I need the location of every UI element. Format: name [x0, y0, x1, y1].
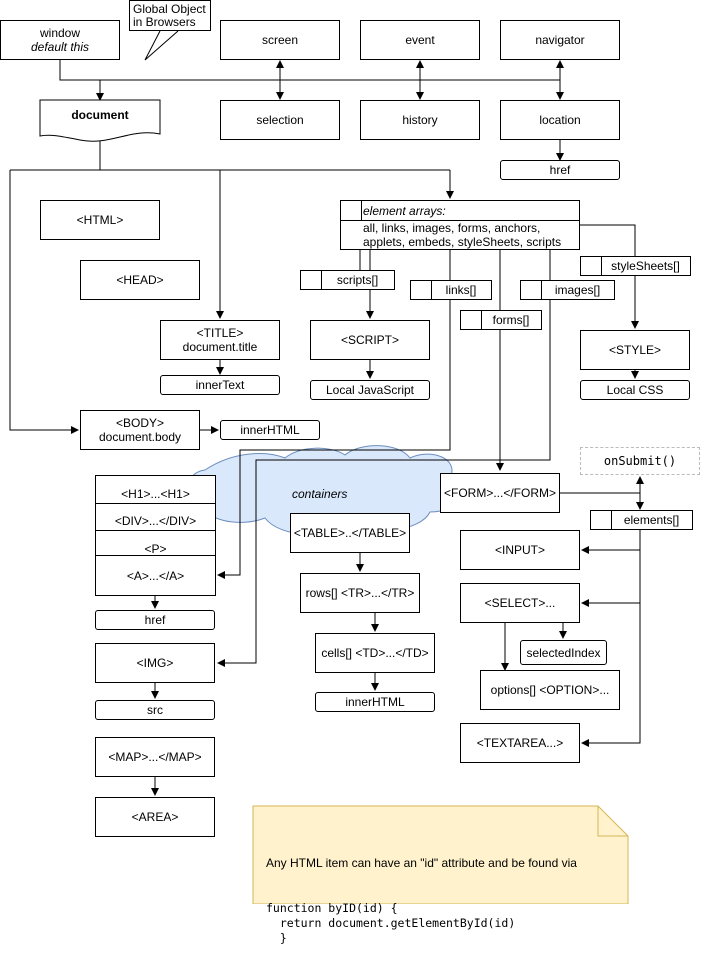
form-node: <FORM>...</FORM>	[440, 473, 560, 513]
selectedindex-node: selectedIndex	[520, 640, 607, 665]
a-item: <A>...</A>	[126, 569, 185, 583]
location-href-node: href	[500, 160, 620, 180]
note-shape	[252, 805, 629, 904]
img-node: <IMG>	[95, 643, 215, 683]
forms-array-label: forms[]	[492, 313, 530, 327]
options-node: options[] <OPTION>...	[480, 670, 620, 710]
body-tag: <BODY>	[115, 416, 165, 430]
cells-node: cells[] <TD>...</TD>	[315, 633, 435, 673]
area-node: <AREA>	[95, 797, 215, 837]
callout-line1: Global Object	[133, 1, 206, 16]
note-line1: Any HTML item can have an "id" attribute…	[266, 856, 577, 870]
local-css-node: Local CSS	[580, 380, 690, 400]
global-object-callout: Global Object in Browsers	[129, 0, 211, 31]
selection-node: selection	[220, 100, 340, 140]
onsubmit-node: onSubmit()	[580, 447, 700, 475]
scripts-array-label: scripts[]	[336, 273, 379, 287]
element-arrays-line2: applets, embeds, styleSheets, scripts	[363, 235, 562, 249]
select-node: <SELECT>...	[460, 583, 580, 623]
stylesheets-array: styleSheets[]	[580, 256, 691, 276]
table-node: <TABLE>..</TABLE>	[290, 513, 410, 553]
connector-layer	[9, 30, 644, 904]
links-array-label: links[]	[445, 283, 477, 297]
images-array: images[]	[520, 280, 615, 300]
block-list-node: <H1>...<H1> <DIV>...</DIV> <P> <A>...</A…	[95, 475, 216, 596]
location-node: location	[500, 100, 620, 140]
window-label: window	[39, 26, 81, 40]
local-javascript-node: Local JavaScript	[310, 380, 430, 400]
title-property: document.title	[182, 340, 258, 354]
html-node: <HTML>	[40, 200, 160, 240]
note-code: function byID(id) { return document.getE…	[266, 901, 516, 945]
stylesheets-array-label: styleSheets[]	[611, 259, 680, 273]
head-node: <HEAD>	[80, 260, 200, 300]
img-src-node: src	[95, 700, 215, 720]
input-node: <INPUT>	[460, 530, 580, 570]
forms-array: forms[]	[460, 310, 542, 330]
title-innertext-node: innerText	[160, 375, 280, 395]
callout-line2: in Browsers	[133, 14, 196, 29]
window-node: window default this	[0, 20, 120, 60]
containers-label: containers	[292, 487, 348, 501]
rows-node: rows[] <TR>...</TR>	[300, 573, 420, 613]
body-node: <BODY> document.body	[80, 410, 200, 450]
script-node: <SCRIPT>	[310, 320, 430, 360]
cells-innerhtml-node: innerHTML	[315, 692, 435, 712]
style-node: <STYLE>	[580, 330, 690, 370]
textarea-node: <TEXTAREA...>	[460, 723, 580, 763]
a-href-node: href	[95, 610, 215, 630]
element-arrays-title: element arrays:	[363, 204, 446, 218]
p-item: <P>	[144, 542, 167, 556]
elements-array-label: elements[]	[623, 513, 680, 527]
element-arrays-node: element arrays: all, links, images, form…	[340, 200, 580, 250]
window-default-this: default this	[30, 40, 90, 54]
title-node: <TITLE> document.title	[160, 320, 280, 360]
body-property: document.body	[98, 430, 182, 444]
elements-array: elements[]	[590, 510, 693, 530]
images-array-label: images[]	[554, 283, 601, 297]
scripts-array: scripts[]	[300, 270, 395, 290]
navigator-node: navigator	[500, 20, 620, 60]
body-innerhtml-node: innerHTML	[220, 420, 320, 440]
map-node: <MAP>...</MAP>	[95, 737, 215, 777]
document-label: document	[71, 108, 129, 122]
screen-node: screen	[220, 20, 340, 60]
element-arrays-line1: all, links, images, forms, anchors,	[363, 221, 541, 235]
note-text: Any HTML item can have an "id" attribute…	[266, 826, 577, 961]
history-node: history	[360, 100, 480, 140]
title-tag: <TITLE>	[196, 326, 244, 340]
h1-item: <H1>...<H1>	[121, 487, 190, 501]
div-item: <DIV>...</DIV>	[114, 514, 197, 528]
links-array: links[]	[410, 280, 492, 300]
event-node: event	[360, 20, 480, 60]
